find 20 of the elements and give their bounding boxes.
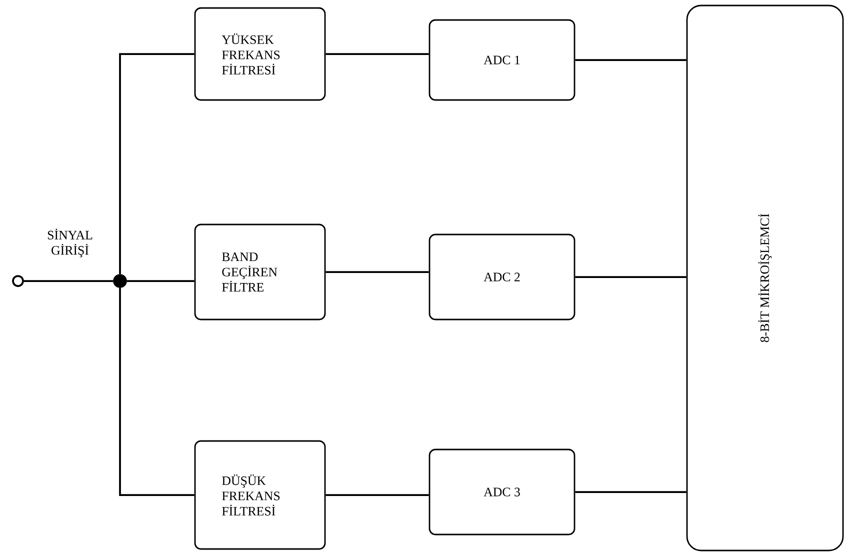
input-terminal (12, 275, 24, 287)
junction-dot (113, 274, 127, 288)
connector-line (126, 280, 194, 282)
connector-line (119, 288, 194, 496)
filter-box: DÜŞÜK FREKANS FİLTRESİ (194, 440, 326, 550)
adc-box: ADC 3 (428, 448, 576, 536)
connector-line (119, 53, 194, 274)
connector-line (575, 59, 686, 61)
connector-line (575, 276, 686, 278)
connector-line (326, 494, 429, 496)
adc-box: ADC 2 (428, 234, 576, 320)
filter-box: BAND GEÇİREN FİLTRE (194, 224, 326, 320)
microprocessor-box: 8-BİT MİKROİŞLEMCİ (686, 4, 844, 552)
connector-line (24, 280, 114, 282)
connector-line (575, 491, 686, 493)
connector-line (326, 271, 429, 273)
signal-label: SİNYAL GİRİŞİ (48, 228, 92, 258)
filter-box: YÜKSEK FREKANS FİLTRESİ (194, 7, 326, 101)
adc-box: ADC 1 (428, 19, 576, 101)
connector-line (326, 53, 429, 55)
